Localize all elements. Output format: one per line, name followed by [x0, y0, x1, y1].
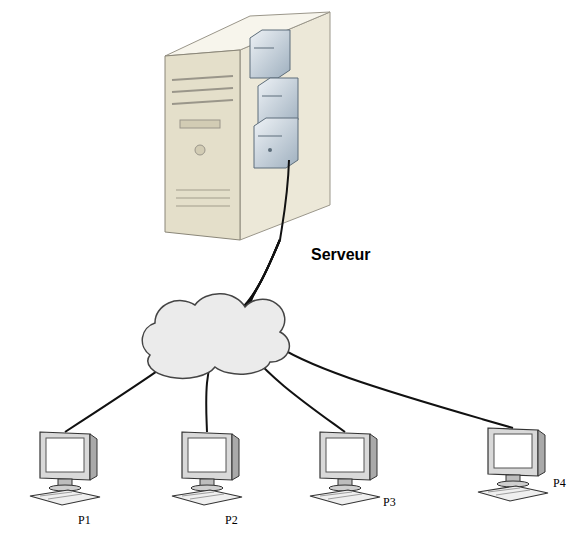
- pc-label: P4: [553, 476, 566, 491]
- rack-servers: [250, 30, 298, 168]
- network-link: [249, 240, 513, 428]
- pc-node: P1: [30, 432, 100, 507]
- server-node: Serveur: [163, 10, 333, 240]
- network-cloud: [142, 294, 289, 378]
- pc-symbol: [478, 428, 548, 501]
- server-tower: [165, 12, 330, 240]
- pc-symbol: [310, 432, 380, 505]
- server-label: Serveur: [311, 246, 371, 264]
- pc-label: P3: [383, 495, 396, 510]
- pc-node: P4: [478, 428, 548, 503]
- pc-node: P3: [310, 432, 380, 507]
- pc-label: P2: [225, 513, 238, 528]
- pc-symbol: [172, 432, 242, 505]
- pc-symbol: [30, 432, 100, 505]
- server-cable: [280, 160, 289, 240]
- pc-node: P2: [172, 432, 242, 507]
- pc-label: P1: [78, 513, 91, 528]
